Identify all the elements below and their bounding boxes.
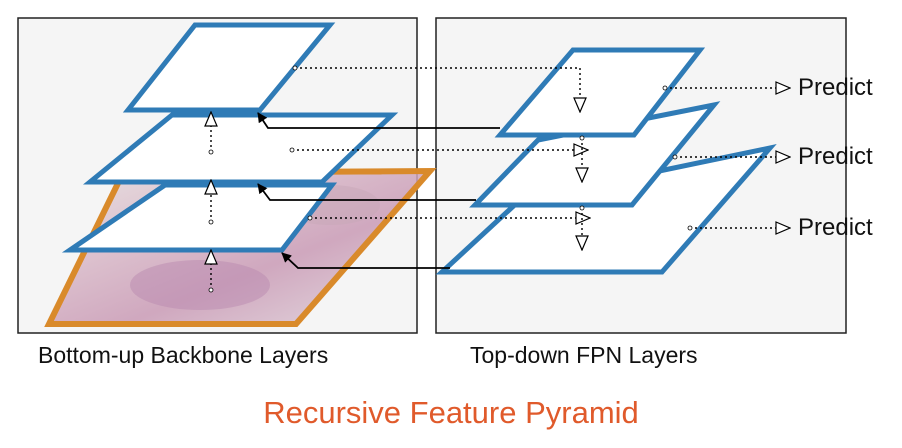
backbone-layer-3 xyxy=(61,182,338,253)
predict-label-3: Predict xyxy=(798,214,873,241)
lateral-dotted-1 xyxy=(295,68,580,112)
predict-label-1: Predict xyxy=(798,74,873,101)
backbone-layer-2 xyxy=(82,112,399,185)
fpn-layer-3 xyxy=(435,144,777,275)
predict-label-2: Predict xyxy=(798,143,873,170)
left-panel-caption: Bottom-up Backbone Layers xyxy=(38,342,329,368)
feedback-arrow-3 xyxy=(281,252,450,269)
fpn-layer-2 xyxy=(469,101,721,208)
backbone-layer-1 xyxy=(122,22,336,113)
feedback-arrow-2 xyxy=(257,183,476,201)
photo-thumbnail-blob xyxy=(130,260,270,310)
feedback-arrow-1 xyxy=(257,112,500,129)
diagram-title: Recursive Feature Pyramid xyxy=(263,395,639,430)
right-panel-caption: Top-down FPN Layers xyxy=(470,342,698,368)
